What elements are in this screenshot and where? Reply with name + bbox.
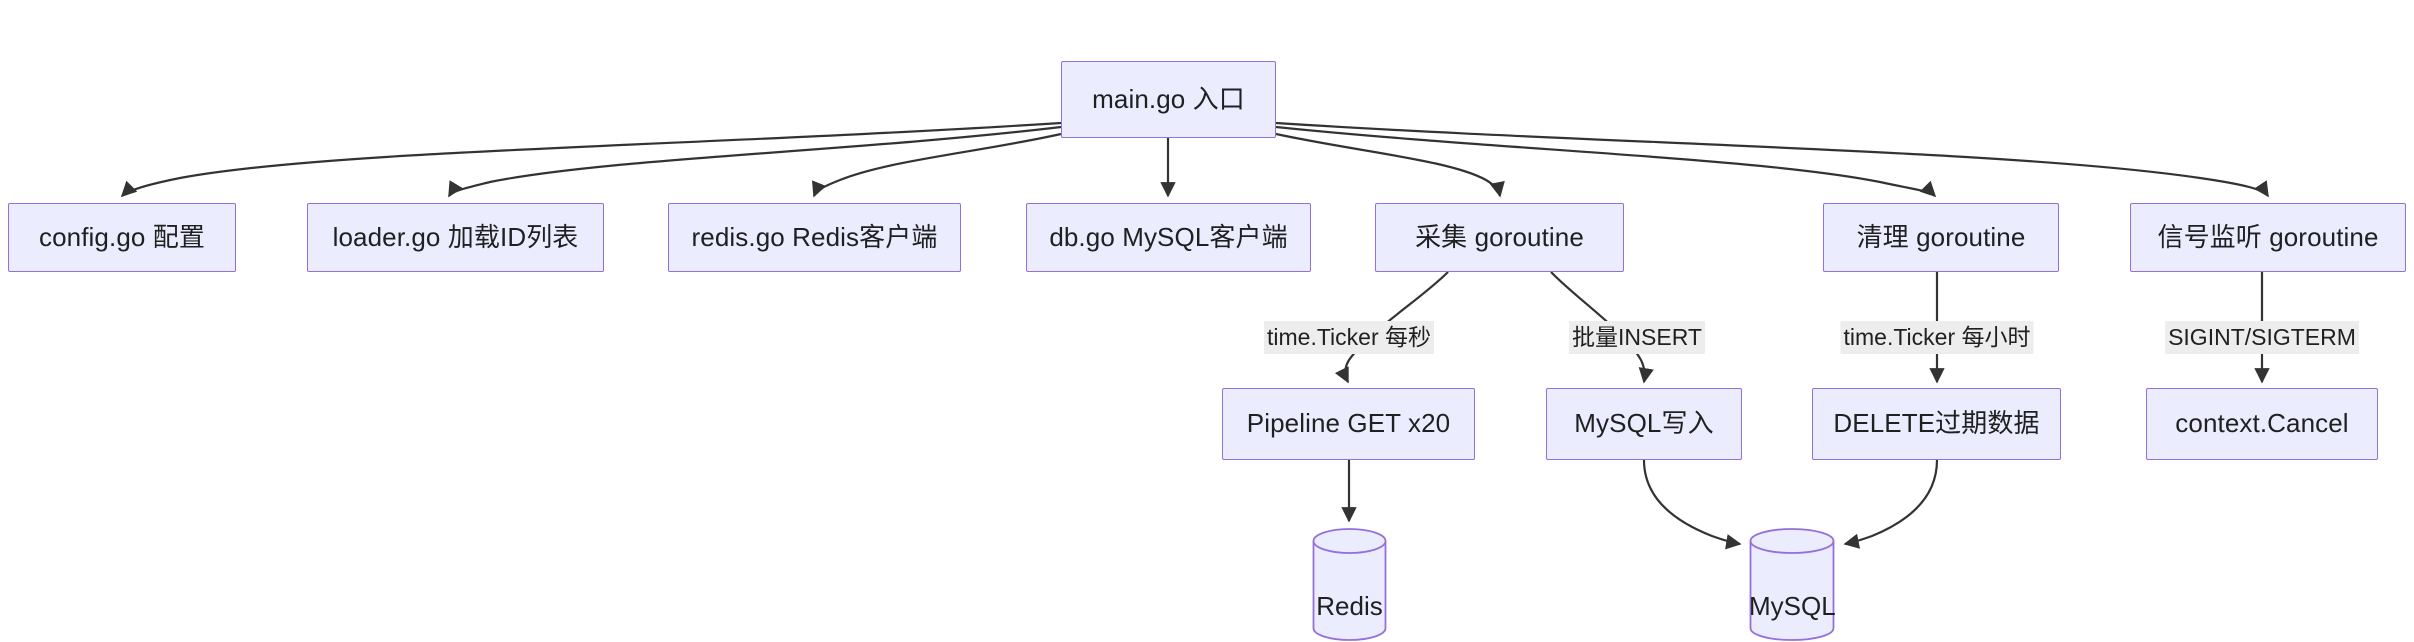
node-config-go[interactable]: config.go 配置: [8, 203, 236, 272]
node-label: redis.go Redis客户端: [691, 221, 938, 252]
node-mysql-write[interactable]: MySQL写入: [1546, 388, 1742, 460]
node-collect-goroutine[interactable]: 采集 goroutine: [1375, 203, 1624, 272]
cylinder-shape-mysql: [1749, 528, 1835, 641]
node-label: db.go MySQL客户端: [1049, 221, 1288, 252]
node-context-cancel[interactable]: context.Cancel: [2146, 388, 2378, 460]
node-label: Pipeline GET x20: [1246, 408, 1451, 439]
node-pipeline-get[interactable]: Pipeline GET x20: [1222, 388, 1475, 460]
node-loader-go[interactable]: loader.go 加载ID列表: [307, 203, 604, 272]
edge-label-time-ticker-hour: time.Ticker 每小时: [1840, 321, 2034, 354]
node-redis-database[interactable]: Redis: [1312, 527, 1387, 642]
edge-label-time-ticker-second: time.Ticker 每秒: [1264, 321, 1434, 354]
node-label: DELETE过期数据: [1833, 408, 2040, 439]
node-redis-go[interactable]: redis.go Redis客户端: [668, 203, 961, 272]
node-label: 清理 goroutine: [1856, 221, 2026, 252]
node-label: config.go 配置: [39, 221, 205, 252]
cylinder-shape-redis: [1312, 528, 1387, 641]
node-label: 信号监听 goroutine: [2157, 221, 2379, 252]
node-label: loader.go 加载ID列表: [332, 221, 579, 252]
edge-label-batch-insert: 批量INSERT: [1569, 321, 1705, 354]
node-label: MySQL写入: [1574, 408, 1714, 439]
node-main-go[interactable]: main.go 入口: [1061, 61, 1276, 138]
edge-main-to-config: [120, 121, 1062, 198]
edge-main-to-loader: [448, 125, 1062, 198]
node-label: 采集 goroutine: [1415, 221, 1584, 252]
edge-main-to-signal: [1275, 121, 2269, 198]
node-signal-goroutine[interactable]: 信号监听 goroutine: [2130, 203, 2406, 272]
edge-main-to-redisgo: [812, 132, 1062, 198]
node-cleanup-goroutine[interactable]: 清理 goroutine: [1823, 203, 2059, 272]
node-mysql-database[interactable]: MySQL: [1749, 527, 1836, 642]
edge-mysqlwrite-to-mysqldb: [1642, 459, 1742, 550]
edge-delete-to-mysqldb: [1843, 459, 1939, 549]
edge-main-to-collect: [1275, 132, 1505, 198]
edge-label-sigint-sigterm: SIGINT/SIGTERM: [2165, 321, 2359, 354]
edge-main-to-cleanup: [1275, 125, 1937, 198]
node-delete-expired[interactable]: DELETE过期数据: [1812, 388, 2061, 460]
node-label: main.go 入口: [1092, 83, 1245, 114]
node-db-go[interactable]: db.go MySQL客户端: [1026, 203, 1311, 272]
node-label: context.Cancel: [2175, 408, 2349, 439]
